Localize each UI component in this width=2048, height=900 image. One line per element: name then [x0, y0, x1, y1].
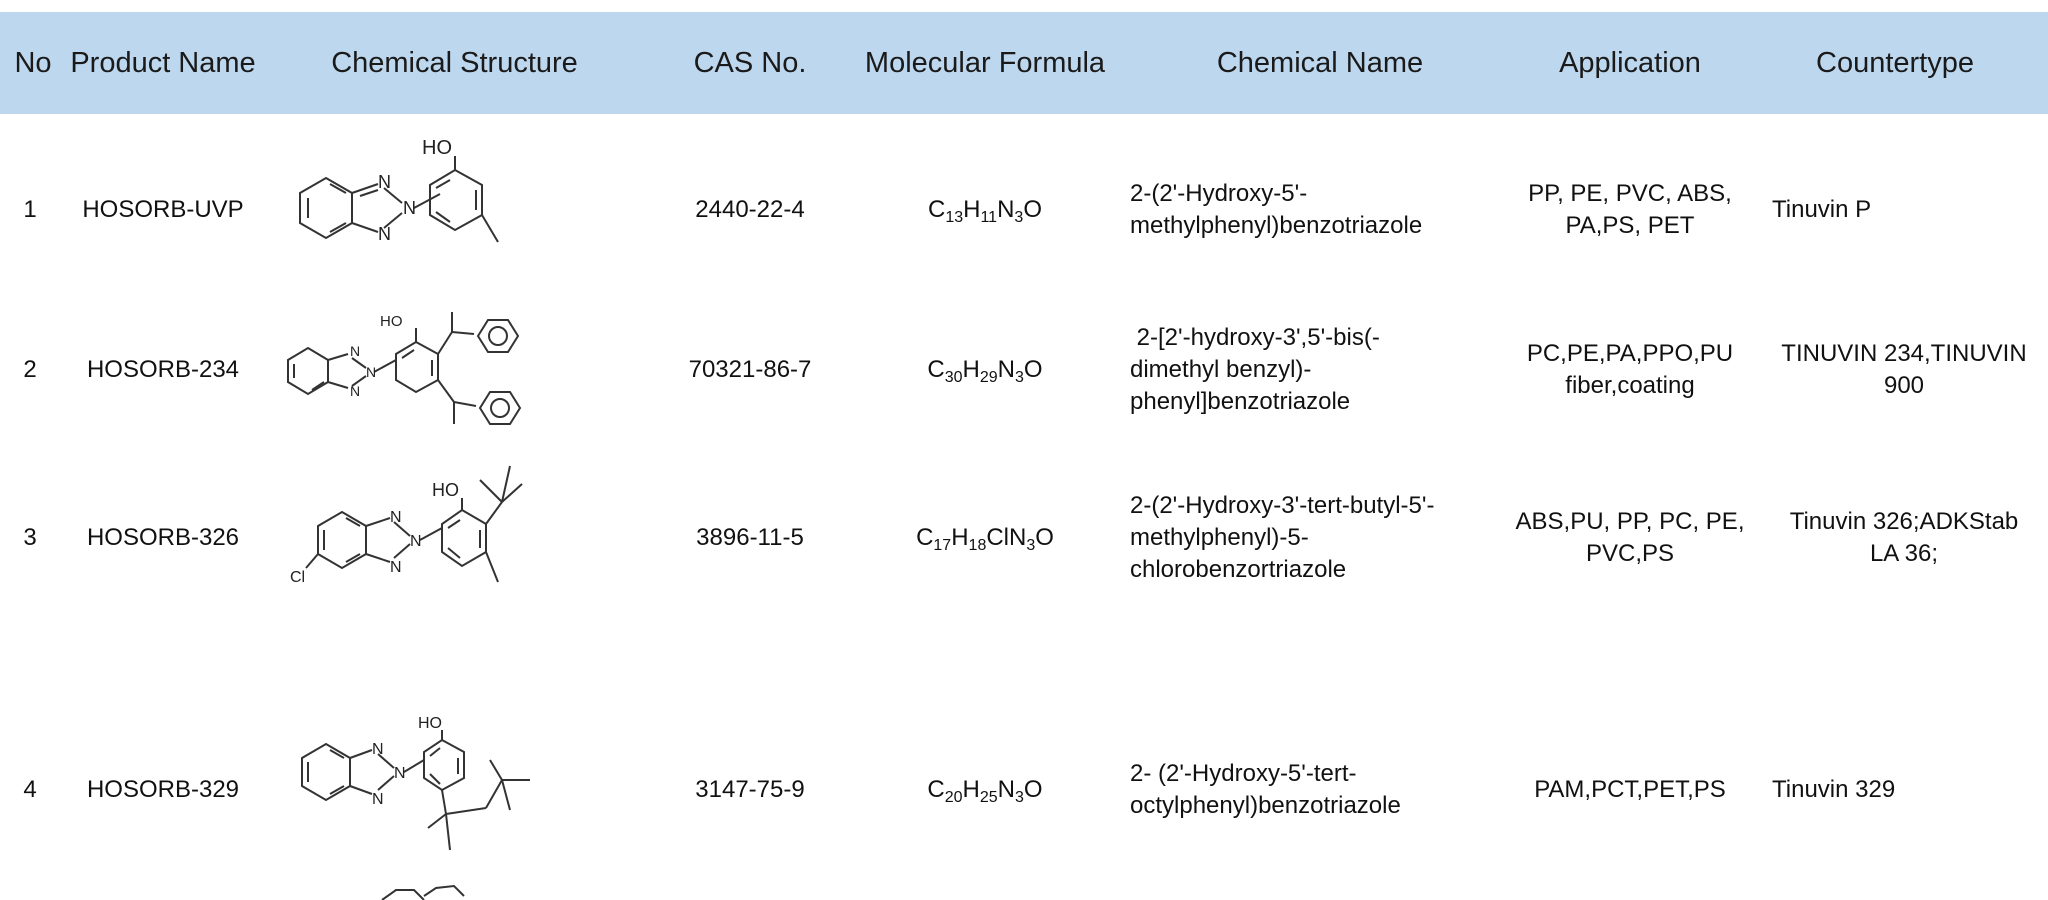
svg-text:N: N: [390, 559, 402, 576]
row-chemical-name: 2- (2'-Hydroxy-5'-tert-octylphenyl)benzo…: [1130, 760, 1401, 819]
molecule-structure-icon: HO N N N: [278, 290, 538, 450]
table-header: No Product Name Chemical Structure CAS N…: [0, 12, 2048, 114]
svg-text:N: N: [378, 172, 391, 192]
svg-text:N: N: [350, 343, 360, 359]
row-countertype: Tinuvin 329: [1772, 776, 1896, 803]
row-product-name: HOSORB-329: [86, 776, 240, 803]
header-no: No: [14, 46, 52, 79]
row-product-name: HOSORB-UVP: [82, 196, 244, 223]
svg-text:N: N: [372, 791, 384, 808]
row-application: ABS,PU, PP, PC, PE,PVC,PS: [1515, 507, 1745, 567]
table-row: 4 HOSORB-329 HO N N N 3147-75-9 C20H25N3…: [0, 710, 2048, 870]
row-no: 2: [23, 356, 37, 383]
svg-text:HO: HO: [432, 480, 459, 500]
header-chemical-structure: Chemical Structure: [331, 46, 578, 79]
svg-text:Cl: Cl: [290, 569, 305, 586]
svg-text:N: N: [403, 198, 416, 218]
header-countertype: Countertype: [1816, 46, 1974, 79]
svg-text:N: N: [394, 765, 406, 782]
row-countertype: Tinuvin P: [1772, 196, 1872, 223]
svg-text:N: N: [390, 509, 402, 526]
row-chemical-name: 2-(2'-Hydroxy-5'-methylphenyl)benzotriaz…: [1130, 180, 1423, 239]
header-application: Application: [1559, 46, 1701, 79]
table-row: 2 HOSORB-234 HO N N N 70321-86-7 C30H29N…: [0, 290, 2048, 450]
row-application: PAM,PCT,PET,PS: [1534, 776, 1726, 803]
header-molecular-formula: Molecular Formula: [864, 46, 1106, 79]
svg-text:N: N: [410, 533, 422, 550]
svg-text:N: N: [350, 383, 360, 399]
row-no: 4: [23, 776, 37, 803]
row-chemical-name: 2-[2'-hydroxy-3',5'-bis(-dimethyl benzyl…: [1130, 324, 1380, 415]
molecule-structure-icon: HO Cl N N N: [290, 450, 540, 625]
svg-text:N: N: [378, 224, 391, 244]
row-product-name: HOSORB-234: [86, 356, 240, 383]
row-molecular-formula: C30H29N3O: [927, 356, 1043, 386]
molecule-structure-icon: HO N N N: [290, 130, 530, 290]
row-application: PP, PE, PVC, ABS,PA,PS, PET: [1528, 180, 1732, 239]
svg-text:N: N: [372, 741, 384, 758]
row-molecular-formula: C20H25N3O: [927, 776, 1043, 806]
row-no: 3: [23, 523, 37, 551]
row-cas-no: 2440-22-4: [695, 196, 805, 223]
header-product-name: Product Name: [70, 46, 256, 79]
row-molecular-formula: C17H18ClN3O: [916, 523, 1054, 554]
row-no: 1: [23, 196, 37, 223]
svg-text:HO: HO: [418, 715, 442, 732]
molecule-structure-icon: [380, 884, 500, 900]
svg-text:HO: HO: [380, 313, 403, 330]
svg-text:HO: HO: [422, 137, 452, 159]
row-chemical-name: 2-(2'-Hydroxy-3'-tert-butyl-5'-methylphe…: [1130, 491, 1435, 583]
row-cas-no: 3147-75-9: [695, 776, 805, 803]
row-molecular-formula: C13H11N3O: [927, 196, 1042, 226]
header-chemical-name: Chemical Name: [1216, 46, 1424, 79]
row-product-name: HOSORB-326: [86, 523, 240, 551]
table-row: 1 HOSORB-UVP HO N N N 2440-22-4 C13H11N3…: [0, 130, 2048, 290]
table-row: 3 HOSORB-326 HO Cl N N N 3896-11-5 C17H1…: [0, 450, 2048, 625]
molecule-structure-icon: HO N N N: [290, 710, 560, 870]
row-cas-no: 3896-11-5: [696, 523, 804, 551]
header-cas-no: CAS No.: [693, 46, 807, 79]
row-cas-no: 70321-86-7: [688, 356, 812, 383]
svg-text:N: N: [366, 364, 376, 380]
